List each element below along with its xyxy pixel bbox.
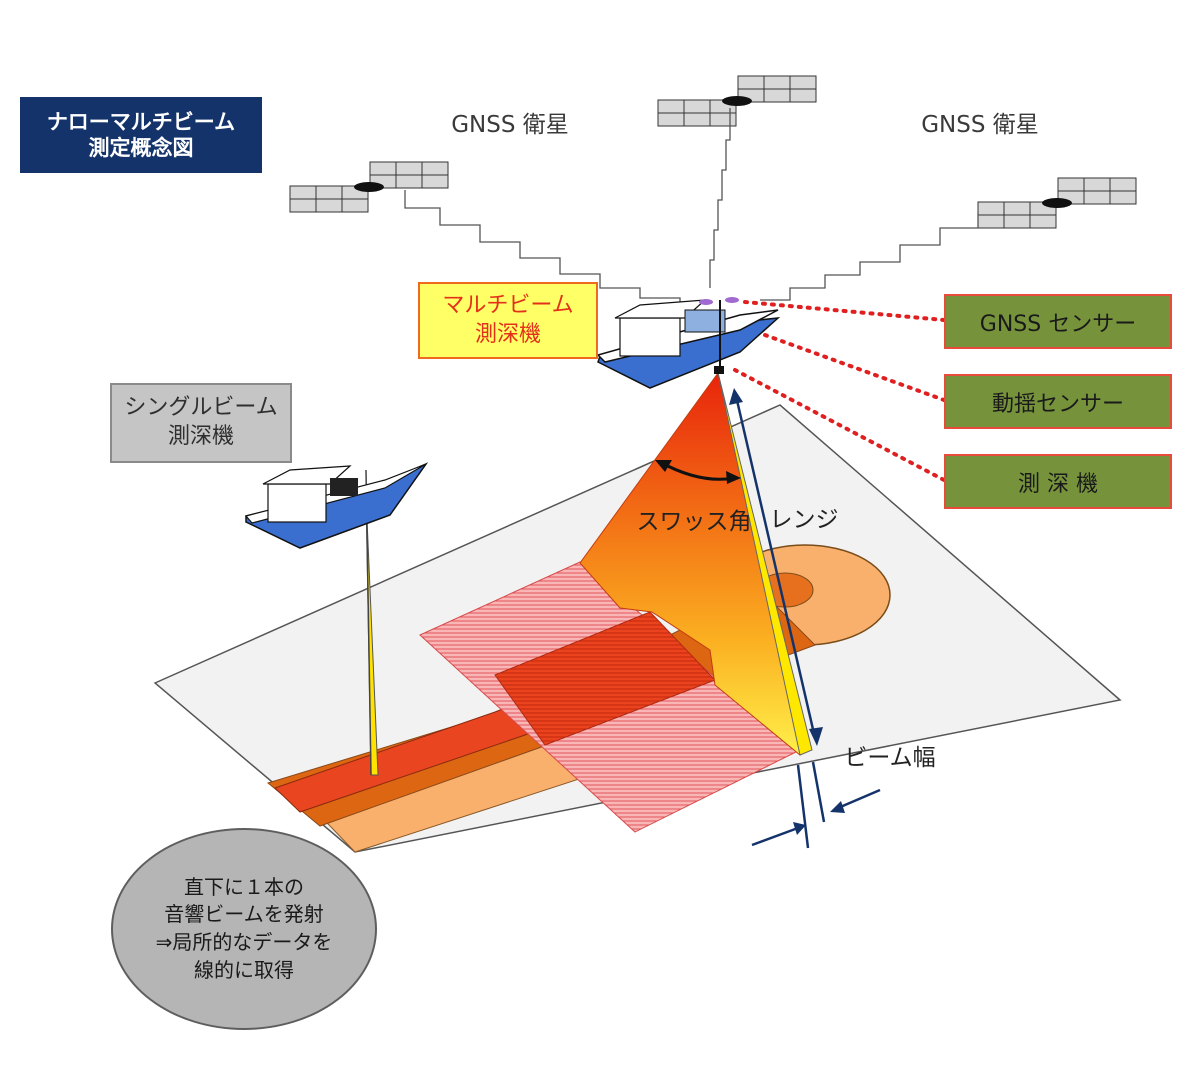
gnss-signal-right (760, 212, 979, 301)
gnss-satellite-left (289, 161, 449, 213)
swath-angle-arrow (655, 460, 741, 484)
singlebeam-line-2: 測深機 (167, 424, 234, 449)
gnss-satellite-center (657, 75, 817, 127)
beam-width-label: ビーム幅 (844, 745, 936, 771)
multibeam-edge-beam (717, 372, 813, 756)
range-label: レンジ (769, 507, 839, 533)
multibeam-sounder-label: マルチビーム 測深機 (418, 282, 598, 359)
singlebeam-boat (244, 462, 429, 549)
range-arrow (729, 388, 823, 746)
gnss-signal-left (404, 190, 681, 308)
echo-sounder-box: 測 深 機 (944, 454, 1172, 509)
motion-sensor-box: 動揺センサー (944, 374, 1172, 429)
multibeam-line-1: マルチビーム (442, 292, 574, 318)
beam-width-indicator (751, 761, 881, 849)
gnss-sensor-box: GNSS センサー (944, 294, 1172, 349)
singlebeam-note: 直下に１本の 音響ビームを発射 ⇒局所的なデータを 線的に取得 (111, 828, 377, 1030)
multibeam-boat (596, 297, 781, 389)
note-line-3: ⇒局所的なデータを (155, 930, 333, 954)
singlebeam-line-1: シングルビーム (124, 395, 278, 421)
connector-gnss-sensor (743, 300, 946, 322)
gnss-satellite-right-label: GNSS 衛星 (921, 112, 1039, 138)
singlebeam-sounder-label: シングルビーム 測深機 (110, 383, 292, 463)
multibeam-line-2: 測深機 (474, 321, 541, 347)
swath-angle-label: スワッス角 (636, 509, 752, 535)
title-line-1: ナローマルチビーム (46, 109, 236, 134)
gnss-signal-center (709, 108, 731, 288)
connector-echo-sounder (733, 368, 946, 482)
note-line-4: 線的に取得 (194, 957, 294, 982)
connector-motion-sensor (763, 333, 946, 402)
note-line-1: 直下に１本の (184, 874, 304, 899)
diagram-title: ナローマルチビーム 測定概念図 (20, 97, 262, 173)
title-line-2: 測定概念図 (88, 136, 194, 160)
note-line-2: 音響ビームを発射 (164, 902, 324, 927)
gnss-satellite-right (977, 177, 1137, 229)
gnss-satellite-left-label: GNSS 衛星 (451, 112, 569, 138)
